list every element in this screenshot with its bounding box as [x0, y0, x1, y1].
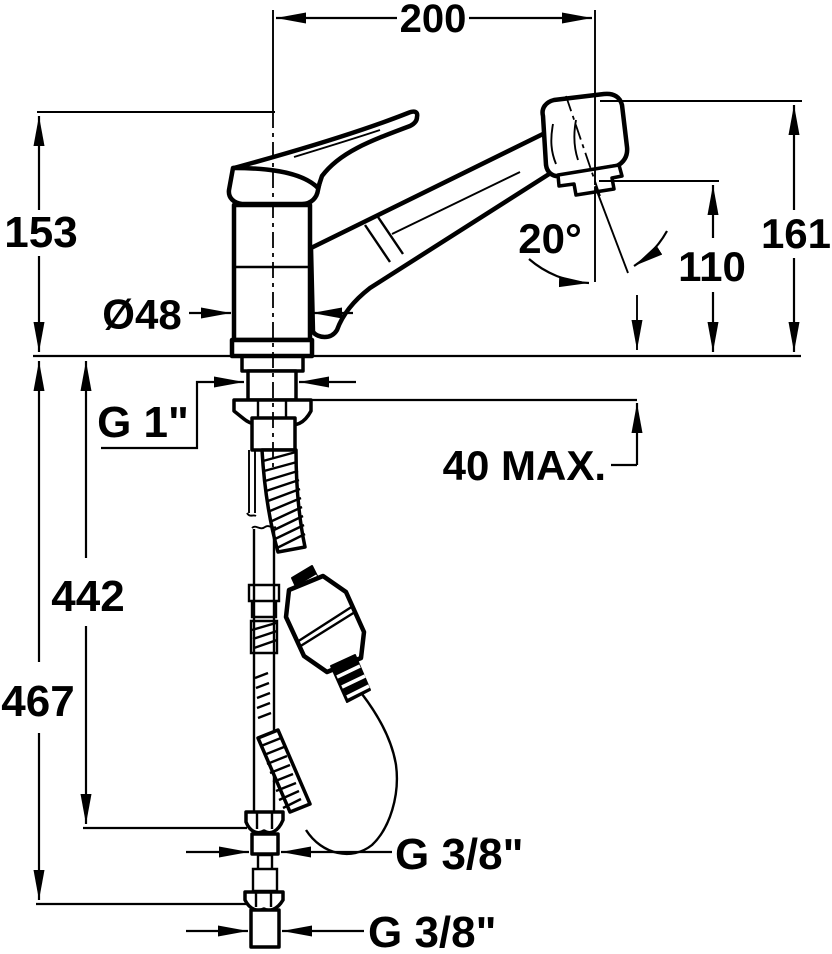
- pipe-braid-ticks: [254, 671, 272, 720]
- dia48-label: Ø48: [102, 291, 181, 338]
- spray-head-accent-lines: [550, 119, 579, 165]
- spray-head-axis-centerline: [565, 95, 601, 197]
- spray-hose-crossing-band: [256, 728, 312, 814]
- hose-weight-seam: [296, 604, 356, 649]
- g38a-label: G 3/8": [395, 830, 523, 879]
- lever-accent-line: [293, 129, 381, 158]
- extension-lines: [272, 10, 596, 468]
- spout-highlight-line: [391, 171, 521, 235]
- spout-pullout-separation-lines: [364, 216, 404, 263]
- dim-spout-reach: 200: [276, 0, 592, 41]
- dim110-label: 110: [678, 243, 746, 290]
- dim200-label: 200: [400, 0, 467, 41]
- dim161-label: 161: [761, 210, 831, 257]
- connector1-thread-tip: [250, 832, 280, 856]
- countertop: [33, 354, 801, 402]
- angle-arc-left: [528, 258, 590, 288]
- connector2-thread-tip: [249, 908, 281, 949]
- under-counter-assembly: [232, 354, 398, 949]
- connector2-nut-facets: [254, 893, 273, 907]
- spray-hose-loop: [304, 693, 398, 856]
- connector1-hex-nut: [244, 810, 285, 835]
- dim-hose-thread-1: G 3/8": [186, 830, 523, 879]
- angle-stream-line: [594, 185, 629, 274]
- spray-hose-rib-hatching: [262, 450, 306, 550]
- weight-bottom-stub-stripes: [336, 664, 370, 699]
- faucet-body: [231, 202, 313, 343]
- connector2-hex-nut: [243, 890, 285, 913]
- pipe-hatched-fitting: [249, 619, 279, 655]
- g38b-label: G 3/8": [368, 908, 496, 954]
- g1-label: G 1": [97, 398, 189, 447]
- connector2-stem: [251, 853, 279, 893]
- pipe-break-lower: [251, 525, 277, 530]
- g1-leader-line: [101, 376, 244, 450]
- faucet: [226, 91, 630, 359]
- dim-hose-length-2: 467: [1, 361, 247, 906]
- dim-deck-thickness: 40 MAX.: [443, 403, 643, 489]
- pipe-fitting-hatching: [251, 621, 278, 650]
- spray-head: [540, 91, 630, 179]
- dim-body-diameter: Ø48: [102, 291, 353, 338]
- dim153-label: 153: [4, 208, 77, 257]
- dim-spout-top-height: 161: [600, 100, 831, 352]
- faucet-base: [229, 337, 315, 359]
- dim-body-height: 153: [4, 111, 275, 352]
- spray-head-aerator: [556, 163, 624, 197]
- supply-pipe-upper: [248, 450, 256, 513]
- dim-outlet-height: 110: [599, 180, 746, 352]
- dim-shank-thread: G 1": [97, 376, 356, 450]
- pipe-collar-fitting: [247, 583, 281, 619]
- crossing-band-hatching: [260, 736, 302, 810]
- shank-tube: [246, 369, 298, 402]
- angle-arc-right: [633, 230, 668, 267]
- dim20deg-label: 20°: [518, 215, 582, 262]
- connector1-nut-facets: [255, 813, 274, 829]
- dim442-label: 442: [51, 572, 124, 621]
- dim-outlet-angle: 20°: [518, 185, 668, 350]
- faucet-lever-handle: [231, 109, 420, 191]
- dim-hose-thread-2: G 3/8": [186, 908, 496, 954]
- dim467-label: 467: [1, 677, 74, 726]
- max40-label: 40 MAX.: [443, 442, 606, 489]
- dim-hose-length-1: 442: [51, 361, 247, 830]
- pipe-break-upper: [246, 512, 257, 517]
